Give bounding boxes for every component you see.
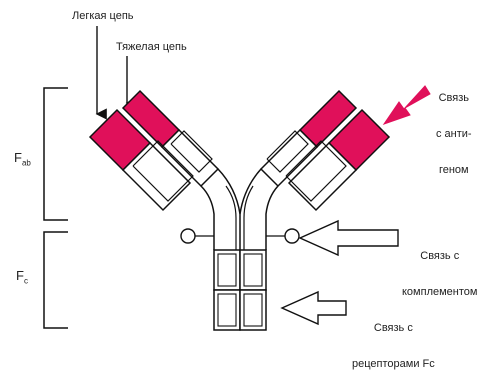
light-chain-label: Легкая цепь xyxy=(72,10,134,22)
fc-bracket xyxy=(44,232,68,328)
fc-fragment-label: Fc xyxy=(16,268,28,286)
right-complement-circle xyxy=(285,229,299,243)
complement-binding-line-1: Связь с xyxy=(402,250,477,262)
fc-subscript: c xyxy=(24,277,28,286)
receptor-binding-line-2: рецепторами Fc xyxy=(352,358,435,370)
complement-binding-line-2: комплементом xyxy=(402,286,477,298)
fc-stem xyxy=(214,250,266,330)
fab-bracket xyxy=(44,88,68,220)
receptor-binding-line-1: Связь с xyxy=(352,322,435,334)
fab-main-letter: F xyxy=(14,150,22,165)
fab-fragment-label: Fab xyxy=(14,150,31,168)
right-fab-arm xyxy=(261,91,389,210)
left-complement-circle xyxy=(181,229,195,243)
fab-subscript: ab xyxy=(22,159,31,168)
left-fab-arm xyxy=(90,91,218,210)
antigen-binding-line-3: геном xyxy=(436,164,472,176)
heavy-chain-label: Тяжелая цепь xyxy=(116,41,187,53)
antigen-binding-line-1: Связь xyxy=(436,92,472,104)
receptor-binding-arrow xyxy=(282,292,346,324)
antigen-binding-line-2: с анти- xyxy=(436,128,472,140)
receptor-binding-label: Связь с рецепторами Fc xyxy=(352,298,435,382)
complement-binding-arrow xyxy=(300,221,398,255)
antigen-binding-label: Связь с анти- геном xyxy=(436,68,472,188)
fc-main-letter: F xyxy=(16,268,24,283)
hinge-region xyxy=(201,169,278,250)
